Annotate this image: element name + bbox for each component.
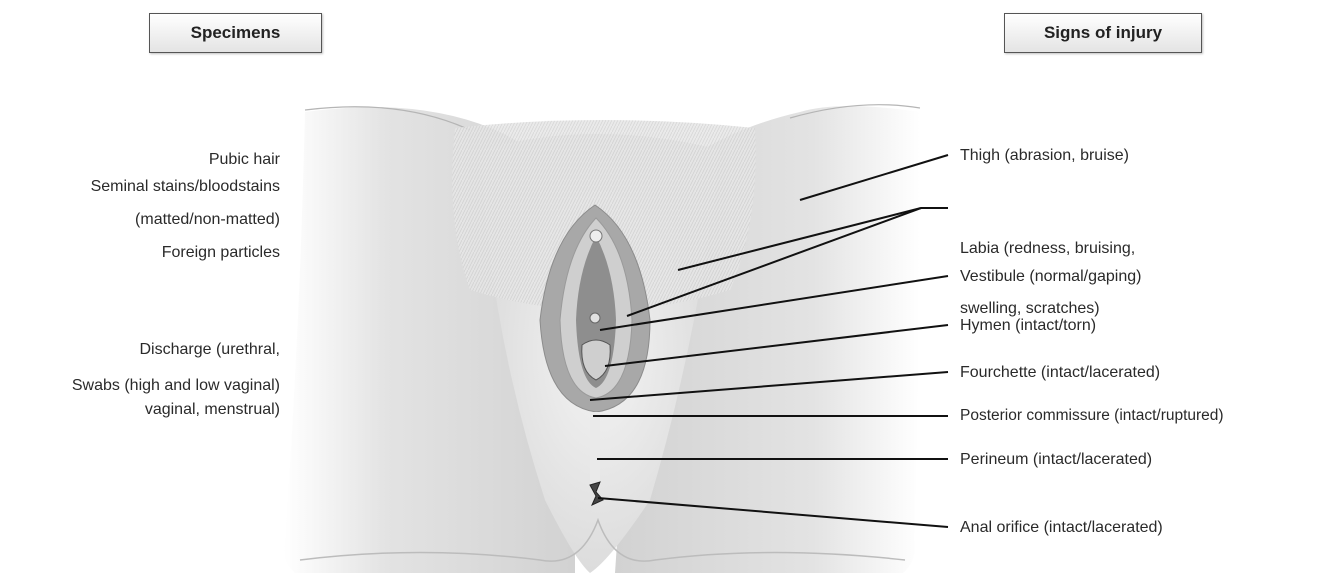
label-discharge-line2: vaginal, menstrual) bbox=[140, 400, 281, 420]
label-hymen: Hymen (intact/torn) bbox=[960, 316, 1096, 336]
label-perineum: Perineum (intact/lacerated) bbox=[960, 450, 1152, 470]
label-discharge-line1: Discharge (urethral, bbox=[140, 340, 281, 360]
label-posterior-commissure: Posterior commissure (intact/ruptured) bbox=[960, 406, 1224, 426]
label-labia-line1: Labia (redness, bruising, bbox=[960, 239, 1135, 259]
label-anal-orifice: Anal orifice (intact/lacerated) bbox=[960, 518, 1163, 538]
label-pubic-hair-line2: (matted/non-matted) bbox=[135, 210, 280, 230]
signs-of-injury-header: Signs of injury bbox=[1004, 13, 1202, 53]
label-thigh: Thigh (abrasion, bruise) bbox=[960, 146, 1129, 166]
label-seminal-stains: Seminal stains/bloodstains bbox=[91, 177, 280, 197]
label-discharge: Discharge (urethral, vaginal, menstrual) bbox=[140, 300, 281, 440]
label-fourchette: Fourchette (intact/lacerated) bbox=[960, 363, 1160, 383]
label-foreign-particles: Foreign particles bbox=[162, 243, 280, 263]
label-vestibule: Vestibule (normal/gaping) bbox=[960, 267, 1141, 287]
specimens-header: Specimens bbox=[149, 13, 322, 53]
label-swabs: Swabs (high and low vaginal) bbox=[72, 376, 280, 396]
perineum-strip bbox=[590, 412, 600, 480]
urethral-opening bbox=[590, 313, 600, 323]
specimens-header-label: Specimens bbox=[191, 23, 281, 43]
signs-of-injury-header-label: Signs of injury bbox=[1044, 23, 1162, 43]
clitoris bbox=[590, 230, 602, 242]
label-pubic-hair-line1: Pubic hair bbox=[135, 150, 280, 170]
